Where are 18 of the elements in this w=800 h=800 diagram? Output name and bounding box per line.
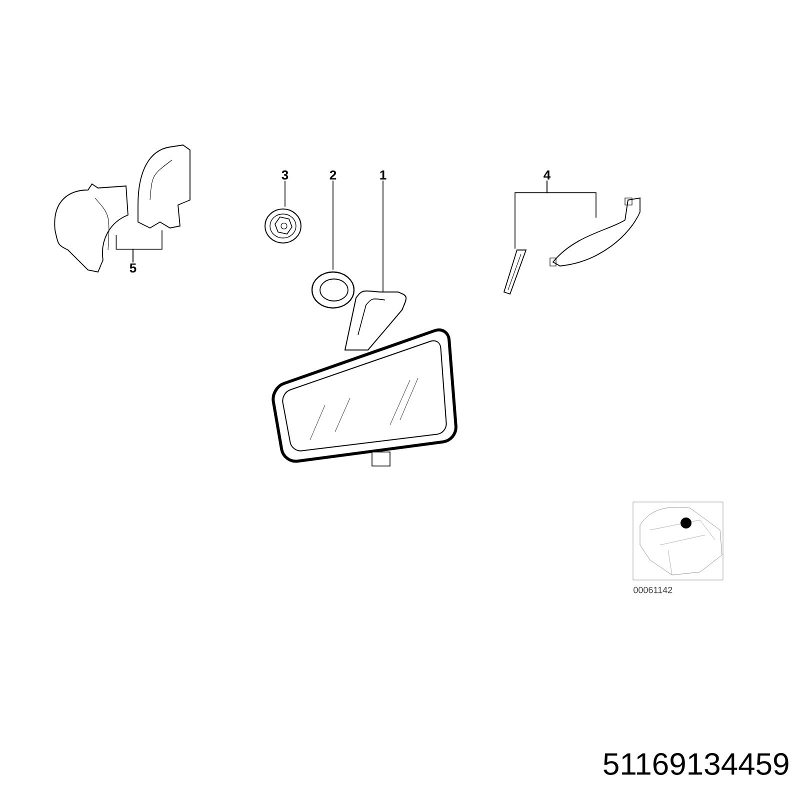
callout-number: 2 [330,170,336,180]
cover-drawing [54,184,128,272]
leader-line [546,180,596,218]
cover-drawing [138,144,190,228]
leader-line [284,180,286,208]
leader-line [382,180,384,292]
cover-drawing [550,198,640,266]
drawing-number: 00061142 [634,586,672,594]
leader-line [332,180,334,270]
callout-number: 1 [380,170,386,180]
part-number: 51169134459 [604,753,788,775]
nut-drawing [264,208,302,244]
callout-number: 3 [282,170,288,180]
callout-number: 4 [544,170,551,180]
washer-drawing [311,271,355,309]
rear-view-mirror-drawing [272,290,458,466]
callout-number: 5 [130,263,136,273]
leader-line [132,230,162,263]
